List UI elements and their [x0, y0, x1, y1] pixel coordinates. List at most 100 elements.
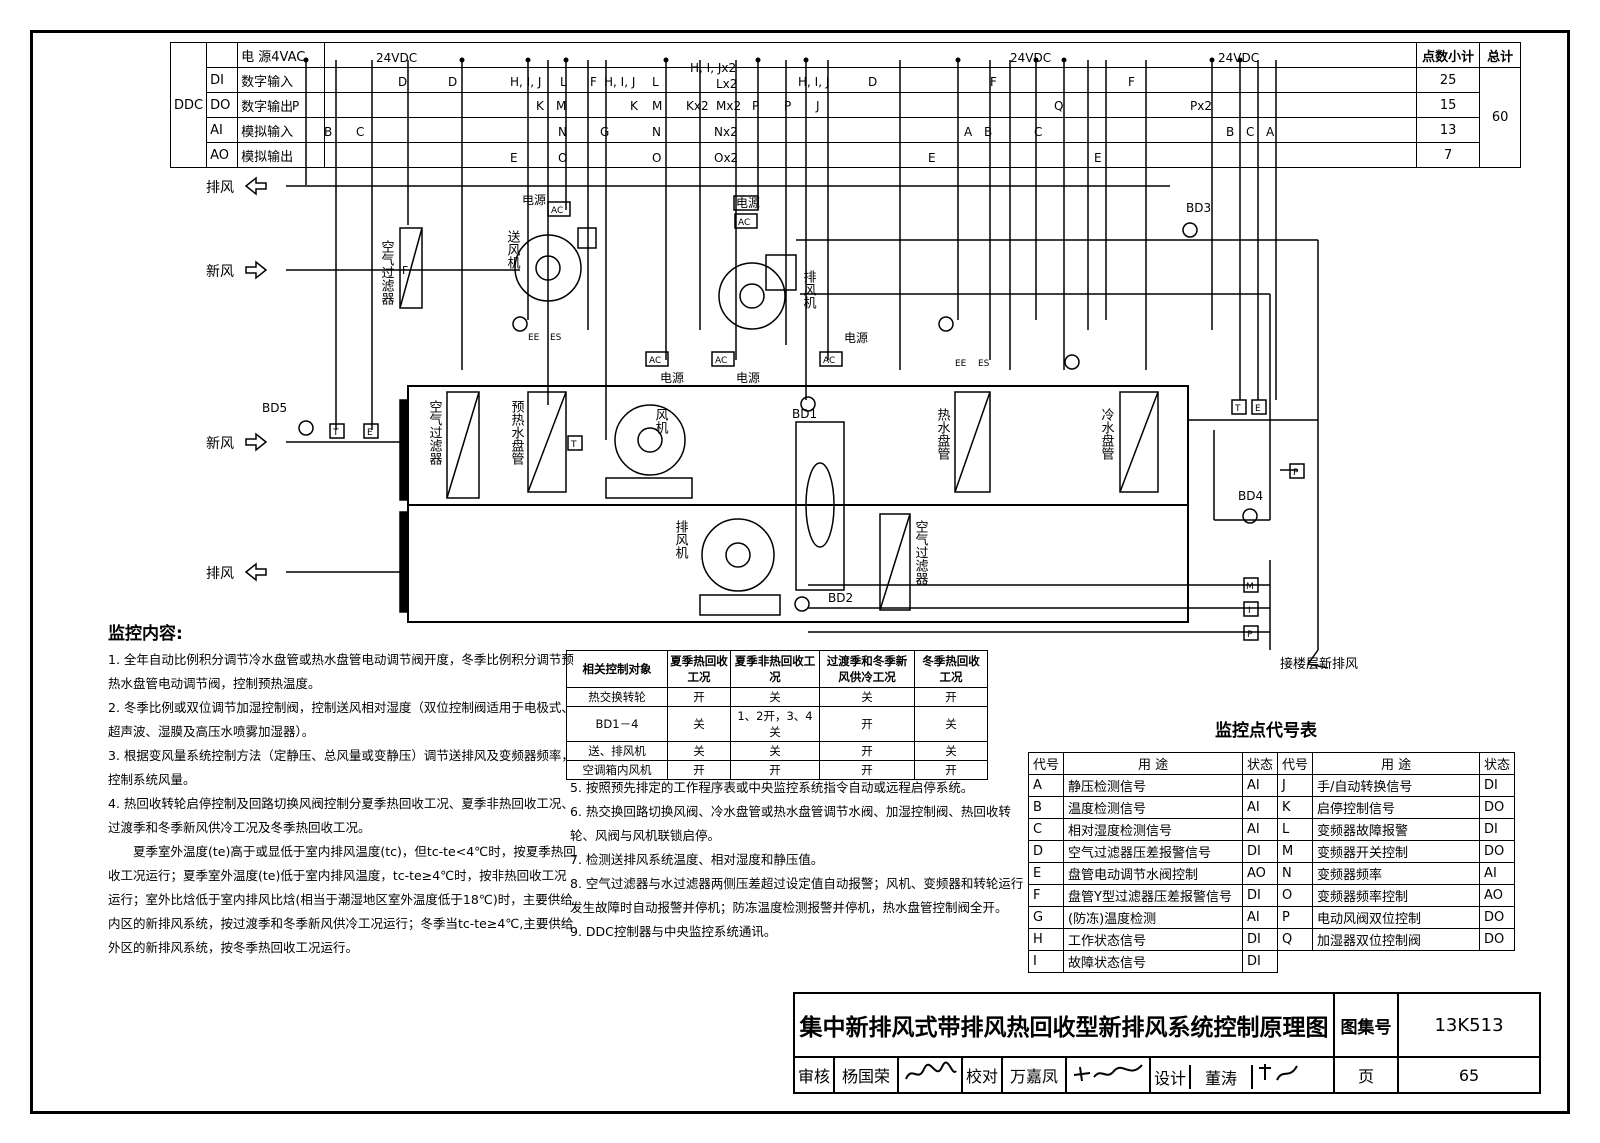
label-bd2: BD2	[828, 591, 853, 605]
cond-cell: 关	[667, 706, 731, 742]
code-cell: AI	[1242, 818, 1279, 841]
sig-do: K	[630, 99, 639, 113]
cond-cell: 开	[667, 687, 731, 707]
sig-di: D	[448, 75, 457, 89]
sig-do: M	[556, 99, 566, 113]
code-cell: DI	[1479, 774, 1516, 797]
code-cell: C	[1027, 818, 1065, 841]
code-cell: I	[1027, 950, 1065, 973]
code-cell: 故障状态信号	[1063, 950, 1244, 973]
code-cell: H	[1027, 928, 1065, 951]
code-cell: A	[1027, 774, 1065, 797]
code-cell: AI	[1242, 774, 1279, 797]
code-cell: DO	[1479, 928, 1516, 951]
reviewer-name: 杨国荣	[833, 1056, 899, 1094]
label-bd4: BD4	[1238, 489, 1263, 503]
monitoring-title: 监控内容:	[108, 624, 183, 644]
supply-24vdc-2: 24VDC	[1010, 51, 1051, 65]
sig-ai: N	[652, 125, 661, 139]
sig-ao: O	[558, 151, 567, 165]
code-cell: Q	[1277, 928, 1314, 951]
cond-cell: 开	[730, 760, 820, 780]
label-hot-coil: 热水盘管	[935, 408, 951, 461]
sig-ao: Ox2	[714, 151, 738, 165]
sig-ai: C	[356, 125, 364, 139]
monitor-item: 4. 热回收转轮启停控制及回路切换风阀控制分夏季热回收工况、夏季非热回收工况、过…	[108, 796, 574, 835]
monitor-item: 夏季室外温度(te)高于或显低于室内排风温度(tc)，但tc-te<4℃时，按夏…	[108, 844, 576, 955]
sig-ao: O	[652, 151, 661, 165]
cond-cell: 开	[819, 741, 915, 761]
drawing-frame	[30, 30, 1570, 1114]
code-cell: DI	[1242, 840, 1279, 863]
row-code-ai: AI	[206, 117, 239, 143]
sig-di: F	[990, 75, 997, 89]
cond-cell: 关	[730, 687, 820, 707]
sensor-t: T	[570, 440, 577, 450]
label-power: 电源	[844, 331, 868, 345]
code-cell: DO	[1479, 840, 1516, 863]
total-value: 60	[1479, 67, 1522, 168]
sig-di: F	[590, 75, 597, 89]
code-cell: (防冻)温度检测	[1063, 906, 1244, 929]
sig-ao: E	[1094, 151, 1102, 165]
monitor-item: 6. 热交换回路切换风阀、冷水盘管或热水盘管调节水阀、加湿控制阀、热回收转轮、风…	[570, 804, 1011, 843]
label-supply-fan: 送风机	[505, 230, 521, 270]
code-cell: AO	[1479, 884, 1516, 907]
cond-cell: 开	[667, 760, 731, 780]
check-label: 校对	[961, 1056, 1003, 1094]
code-cell: 电动风阀双位控制	[1312, 906, 1481, 929]
atlas-label: 图集号	[1333, 992, 1399, 1058]
total-header: 总计	[1479, 42, 1522, 68]
sensor-es: ES	[550, 333, 562, 343]
subtotal-ao: 7	[1416, 142, 1481, 168]
label-bd3: BD3	[1186, 201, 1211, 215]
reviewer-signature	[897, 1056, 963, 1094]
review-label: 审核	[793, 1056, 835, 1094]
sensor-f: F	[402, 264, 408, 277]
row-code-ao: AO	[206, 142, 239, 168]
sig-do: P	[752, 99, 759, 113]
label-bd1: BD1	[792, 407, 817, 421]
row-code-di: DI	[206, 67, 239, 93]
label-power: 电源	[736, 196, 760, 210]
code-cell: N	[1277, 862, 1314, 885]
sig-di: H, I, J	[510, 75, 541, 89]
monitor-item: 9. DDC控制器与中央监控系统通讯。	[570, 924, 777, 939]
row-name-ai: 模拟输入	[237, 117, 326, 143]
label-ac: AC	[823, 356, 835, 366]
drawing-title: 集中新排风式带排风热回收型新排风系统控制原理图	[793, 992, 1335, 1058]
monitor-item: 3. 根据变风量系统控制方法（定静压、总风量或变静压）调节送排风及变频器频率，控…	[108, 748, 574, 787]
sig-ai: B	[324, 125, 332, 139]
cond-cell: 送、排风机	[566, 741, 668, 761]
label-exhaust-fan: 排风机	[673, 520, 689, 560]
design-label: 设计	[1153, 1068, 1186, 1088]
sig-do: Q	[1054, 99, 1063, 113]
code-cell: E	[1027, 862, 1065, 885]
code-cell: 相对湿度检测信号	[1063, 818, 1244, 841]
code-cell: F	[1027, 884, 1065, 907]
code-cell: D	[1027, 840, 1065, 863]
cond-cell: 开	[819, 706, 915, 742]
sig-do: M	[652, 99, 662, 113]
sig-do: Mx2	[716, 99, 741, 113]
code-cell: J	[1277, 774, 1314, 797]
sensor-ee: EE	[528, 333, 540, 343]
code-cell: 工作状态信号	[1063, 928, 1244, 951]
code-cell: 空气过滤器压差报警信号	[1063, 840, 1244, 863]
label-fresh-top: 新风	[206, 264, 234, 280]
monitoring-content: 监控内容: 1. 全年自动比例积分调节冷水盘管或热水盘管电动调节阀开度，冬季比例…	[108, 622, 578, 960]
code-header: 代号	[1027, 752, 1065, 775]
code-cell: DI	[1479, 818, 1516, 841]
cond-header: 夏季非热回收工况	[730, 650, 820, 688]
sig-di-lx2: Lx2	[716, 77, 737, 91]
sig-di: D	[398, 75, 407, 89]
sig-do: K	[536, 99, 545, 113]
monitor-item: 1. 全年自动比例积分调节冷水盘管或热水盘管电动调节阀开度，冬季比例积分调节预热…	[108, 652, 574, 691]
monitor-item: 5. 按照预先排定的工作程序表或中央监控系统指令自动或远程启停系统。	[570, 780, 974, 795]
checker-name: 万嘉凤	[1001, 1056, 1067, 1094]
cond-cell: 1、2开，3、4关	[730, 706, 820, 742]
sig-ai: B	[1226, 125, 1234, 139]
label-ac: AC	[715, 356, 727, 366]
sensor-p: P	[1247, 630, 1253, 640]
code-cell: 变频器频率控制	[1312, 884, 1481, 907]
